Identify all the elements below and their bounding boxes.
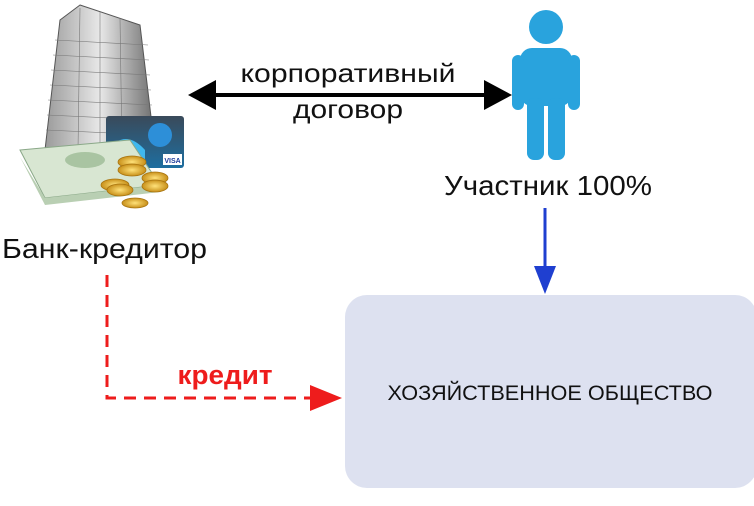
company-label: ХОЗЯЙСТВЕННОЕ ОБЩЕСТВО <box>388 381 713 405</box>
credit-label: кредит <box>178 360 273 390</box>
visa-logo: VISA <box>164 158 180 165</box>
bank-label: Банк-кредитор <box>2 233 207 264</box>
contract-label-line1: корпоративный <box>241 58 456 88</box>
participant-label: Участник 100% <box>444 170 652 201</box>
contract-arrow <box>188 80 512 110</box>
credit-arrow <box>105 275 342 411</box>
person-icon <box>512 10 580 160</box>
contract-label-line2: договор <box>293 94 403 124</box>
bank-icon: VISA <box>19 4 184 209</box>
company-box <box>345 295 754 488</box>
ownership-arrow <box>534 208 556 294</box>
